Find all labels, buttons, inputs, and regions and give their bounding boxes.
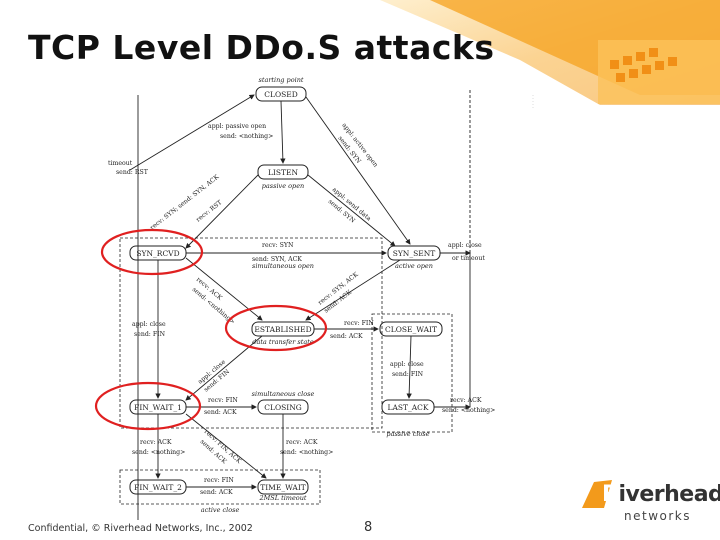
label-recv-fin-2: recv: FIN — [208, 397, 238, 404]
state-time-wait: TIME_WAIT — [260, 483, 306, 492]
state-syn-rcvd: SYN_RCVD — [136, 249, 179, 258]
state-established: ESTABLISHED — [254, 325, 311, 334]
note-data-transfer: data transfer state — [252, 338, 314, 346]
note-2msl: 2MSL timeout — [258, 494, 306, 502]
state-fin-wait-1: FIN_WAIT_1 — [134, 403, 182, 412]
header-decoration — [380, 0, 720, 110]
note-starting-point: starting point — [259, 76, 304, 84]
label-send-nothing-4: send: <nothing> — [132, 449, 185, 456]
label-appl-close-2: appl: close — [132, 321, 166, 328]
logo-wordmark: Riverhead — [602, 482, 720, 507]
label-or-timeout: or timeout — [452, 255, 485, 262]
logo-word-rest: iverhead — [618, 482, 720, 507]
label-recv-fin-1: recv: FIN — [344, 320, 374, 327]
label-send-ack-3: send: ACK — [204, 409, 237, 416]
label-recv-ack-3: recv: ACK — [140, 439, 172, 446]
highlight-established — [224, 304, 328, 352]
state-syn-sent: SYN_SENT — [393, 249, 436, 258]
label-appl-close-3: appl: close — [390, 361, 424, 368]
note-active-open: active open — [395, 262, 433, 270]
label-send-ack-5: send: ACK — [200, 489, 233, 496]
note-simultaneous-open: simultaneous open — [252, 262, 314, 270]
state-closed: CLOSED — [264, 90, 298, 99]
footer-confidential: Confidential, © Riverhead Networks, Inc.… — [28, 523, 253, 534]
riverhead-logo: Riverhead networks — [580, 478, 720, 534]
note-active-close: active close — [201, 506, 240, 514]
label-send-fin-1: send: FIN — [134, 331, 166, 338]
logo-mark-icon — [582, 480, 612, 508]
note-passive-open: passive open — [262, 182, 304, 190]
label-recv-rst: recv: RST — [195, 199, 224, 224]
state-fin-wait-2: FIN_WAIT_2 — [134, 483, 182, 492]
label-appl-passive-open: appl: passive open — [208, 123, 266, 130]
label-recv-syn-synack: recv: SYN; send: SYN, ACK — [149, 173, 221, 231]
state-closing: CLOSING — [264, 403, 302, 412]
label-send-nothing-3: send: <nothing> — [442, 407, 495, 414]
logo-first-letter: R — [602, 482, 619, 507]
note-simultaneous-close: simultaneous close — [252, 390, 315, 398]
state-listen: LISTEN — [268, 168, 299, 177]
note-passive-close: passive close — [386, 430, 429, 438]
slide-title: TCP Level DDo.S attacks — [28, 28, 495, 67]
logo-subtitle: networks — [624, 509, 691, 523]
label-send-ack-2: send: ACK — [330, 333, 363, 340]
label-recv-syn: recv: SYN — [262, 242, 294, 249]
label-send-nothing-1: send: <nothing> — [220, 133, 273, 140]
label-recv-ack-4: recv: ACK — [286, 439, 318, 446]
highlight-fin-wait-1 — [94, 381, 202, 431]
label-appl-close-1: appl: close — [448, 242, 482, 249]
page-number: 8 — [364, 520, 373, 535]
label-timeout: timeout — [108, 160, 133, 167]
label-send-syn-ack: send: SYN, ACK — [252, 256, 302, 263]
state-last-ack: LAST_ACK — [387, 403, 428, 412]
label-recv-ack-2: recv: ACK — [450, 397, 482, 404]
highlight-syn-rcvd — [100, 228, 204, 276]
label-send-rst: send: RST — [116, 169, 149, 176]
label-send-nothing-5: send: <nothing> — [280, 449, 333, 456]
label-send-fin-2: send: FIN — [392, 371, 424, 378]
state-close-wait: CLOSE_WAIT — [385, 325, 437, 334]
label-recv-fin-3: recv: FIN — [204, 477, 234, 484]
